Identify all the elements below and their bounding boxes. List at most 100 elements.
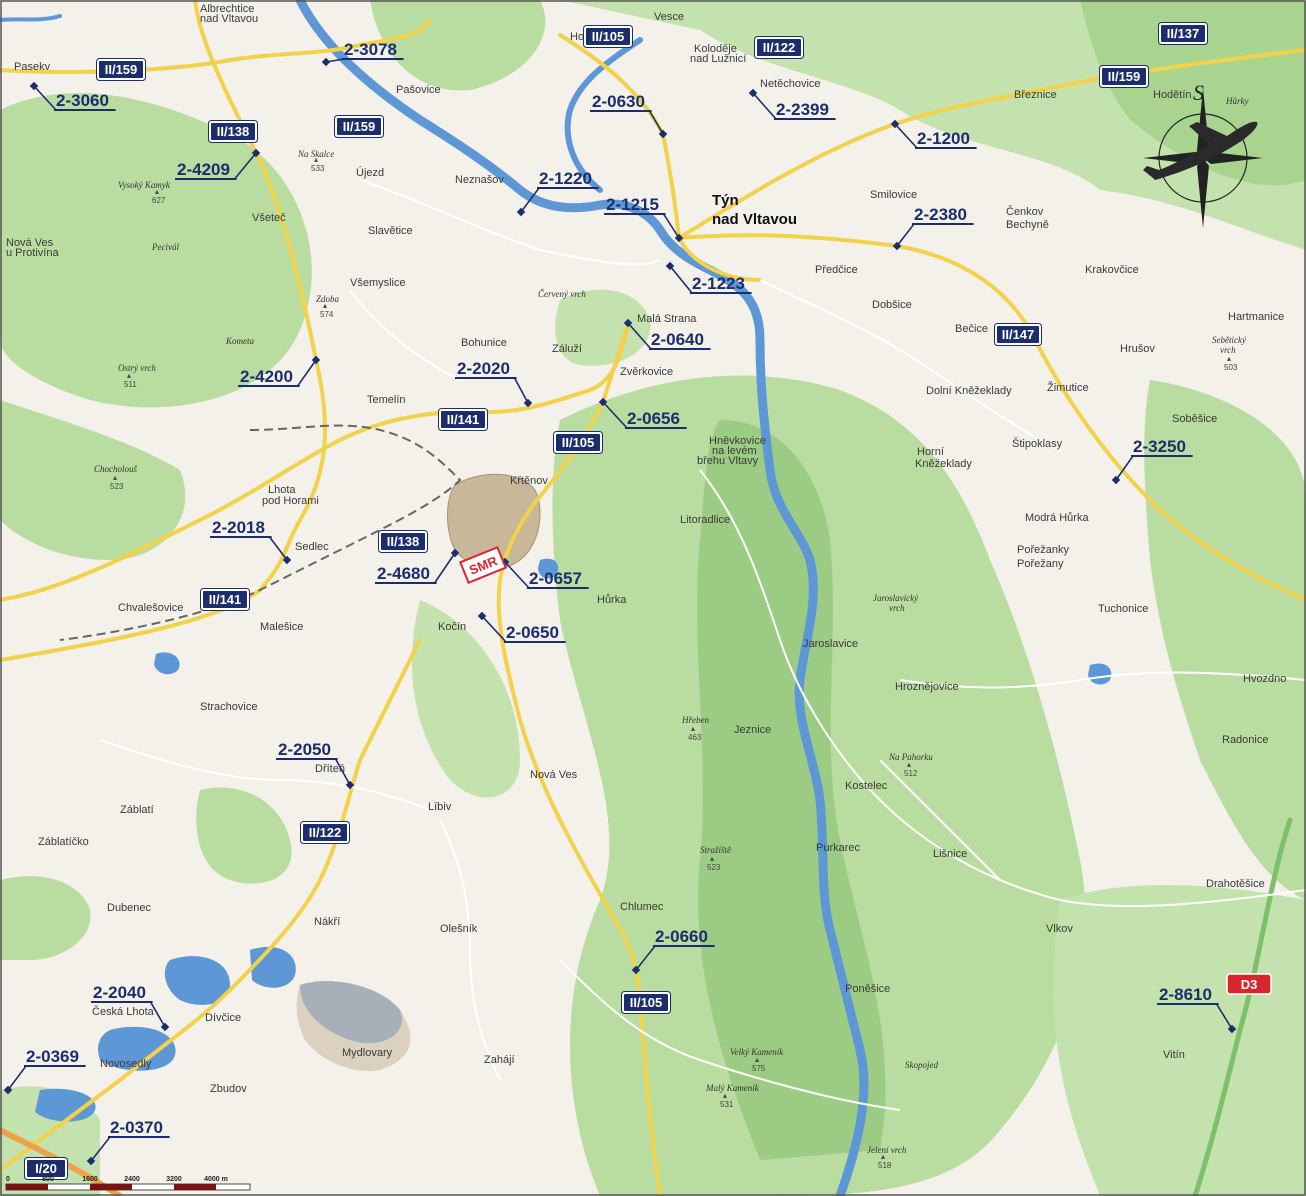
place-label: Újezd: [356, 166, 384, 179]
point-code-label: 2-4680: [377, 564, 430, 583]
hill-label: 627: [152, 196, 166, 205]
road-shield: II/105: [583, 25, 633, 48]
leader-line: [662, 213, 680, 239]
measurement-point[interactable]: 2-2399: [748, 88, 836, 120]
point-code-label: 2-2020: [457, 359, 510, 378]
measurement-point[interactable]: 2-0369: [3, 1047, 86, 1095]
leader-line: [896, 223, 915, 247]
measurement-point[interactable]: 2-2050: [276, 740, 355, 790]
point-marker-icon: [345, 780, 355, 790]
place-label: Nákří: [314, 916, 340, 928]
hill-label: 523: [707, 863, 721, 872]
place-label: Chvalešovice: [118, 602, 183, 614]
hill-label: 533: [311, 164, 325, 173]
place-label: Hroznějovice: [895, 681, 959, 693]
measurement-point[interactable]: 2-0370: [86, 1118, 170, 1166]
place-label: Modrá Hůrka: [1025, 512, 1089, 524]
place-label: Jeznice: [734, 724, 771, 736]
hill-label: 523: [110, 482, 124, 491]
place-label: Olešník: [440, 923, 478, 935]
place-label: Zahájí: [484, 1054, 515, 1066]
measurement-point[interactable]: 2-1220: [516, 169, 599, 217]
hill-label: vrch: [889, 603, 905, 613]
place-label: Slavětice: [368, 225, 413, 237]
peak-icon: ▴: [755, 1055, 759, 1064]
measurement-points: 2-3078 2-3060 2-4209 2-0630 2-2399 2-1200 2-12…: [3, 40, 1237, 1166]
measurement-point[interactable]: 2-3250: [1111, 437, 1193, 485]
place-label: Lišnice: [933, 848, 967, 860]
hill-label: Hůrky: [1225, 96, 1249, 106]
hill-label: Zdoba: [316, 294, 340, 304]
place-label: Křtěnov: [510, 475, 548, 487]
point-marker-icon: [1227, 1024, 1237, 1034]
measurement-point[interactable]: 2-4200: [238, 355, 321, 387]
measurement-point[interactable]: 2-4680: [375, 548, 460, 584]
measurement-point[interactable]: 2-0640: [623, 318, 711, 350]
road-shield-outline: [994, 323, 1042, 346]
road-shield: II/122: [300, 821, 350, 844]
measurement-point[interactable]: 2-3060: [29, 81, 116, 111]
place-label: Zvěrkovice: [620, 366, 673, 378]
measurement-point[interactable]: 2-2018: [210, 518, 292, 565]
point-code-label: 2-3078: [344, 40, 397, 59]
road-shield-box: [622, 992, 670, 1013]
road-shield: II/137: [1158, 22, 1208, 45]
place-label: Poněšice: [845, 983, 890, 995]
measurement-point[interactable]: 2-1223: [665, 261, 752, 294]
hill-label: Kometa: [225, 336, 254, 346]
measurement-point[interactable]: 2-0656: [598, 397, 687, 429]
road-shield: II/159: [1099, 65, 1149, 88]
road-shield: II/138: [208, 120, 258, 143]
hill-label: Malý Kameník: [705, 1083, 760, 1093]
peak-icon: ▴: [710, 854, 714, 863]
leader-line: [635, 945, 656, 971]
place-label: Štipoklasy: [1012, 437, 1063, 450]
road-shield-box: [584, 26, 632, 47]
place-label: Hartmanice: [1228, 311, 1284, 323]
place-label: Dřítеň: [315, 763, 345, 775]
point-marker-icon: [450, 548, 460, 558]
road-shield-outline: [553, 431, 603, 454]
measurement-point[interactable]: 2-0630: [590, 92, 668, 139]
scale-label: 0: [6, 1176, 10, 1183]
measurement-point[interactable]: 2-0657: [500, 557, 589, 589]
hill-label: Pecivál: [151, 242, 179, 252]
place-label: nad Lužnicí: [690, 53, 746, 65]
road-shield-label: I/20: [35, 1161, 57, 1176]
measurement-point[interactable]: 2-2380: [892, 205, 974, 251]
road-shield: II/159: [96, 58, 146, 81]
measurement-point[interactable]: 2-2040: [91, 983, 170, 1032]
place-label: Hrušov: [1120, 343, 1155, 355]
measurement-point[interactable]: 2-2020: [455, 359, 533, 408]
measurement-point[interactable]: 2-0650: [477, 611, 566, 643]
point-code-label: 2-0650: [506, 623, 559, 642]
measurement-point[interactable]: 2-4209: [175, 148, 261, 180]
leader-line: [752, 92, 777, 120]
leader-line: [602, 401, 628, 429]
road-shield-outline: [24, 1157, 68, 1180]
measurement-point[interactable]: 2-3078: [321, 40, 404, 67]
road-shield-outline: [378, 530, 428, 553]
road-shield-box: [209, 121, 257, 142]
road-shield: II/138: [378, 530, 428, 553]
point-code-label: 2-0640: [651, 330, 704, 349]
road-shield-outline: [438, 408, 488, 431]
place-label: Malešice: [260, 621, 303, 633]
major-town-label: nad Vltavou: [712, 211, 797, 228]
point-code-label: 2-2050: [278, 740, 331, 759]
place-label: Vlkov: [1046, 923, 1073, 935]
measurement-point[interactable]: 2-0660: [631, 927, 715, 975]
compass-logo: S: [1143, 80, 1263, 228]
leader-line: [504, 561, 530, 589]
measurement-point[interactable]: 2-8610: [1157, 985, 1237, 1034]
point-code-label: 2-2380: [914, 205, 967, 224]
point-code-label: 2-1200: [917, 129, 970, 148]
road-shield-outline: [200, 588, 250, 611]
place-label: Koloděje: [694, 43, 737, 55]
leader-line: [1115, 455, 1134, 481]
hill-label: 531: [720, 1100, 734, 1109]
point-marker-icon: [598, 397, 608, 407]
